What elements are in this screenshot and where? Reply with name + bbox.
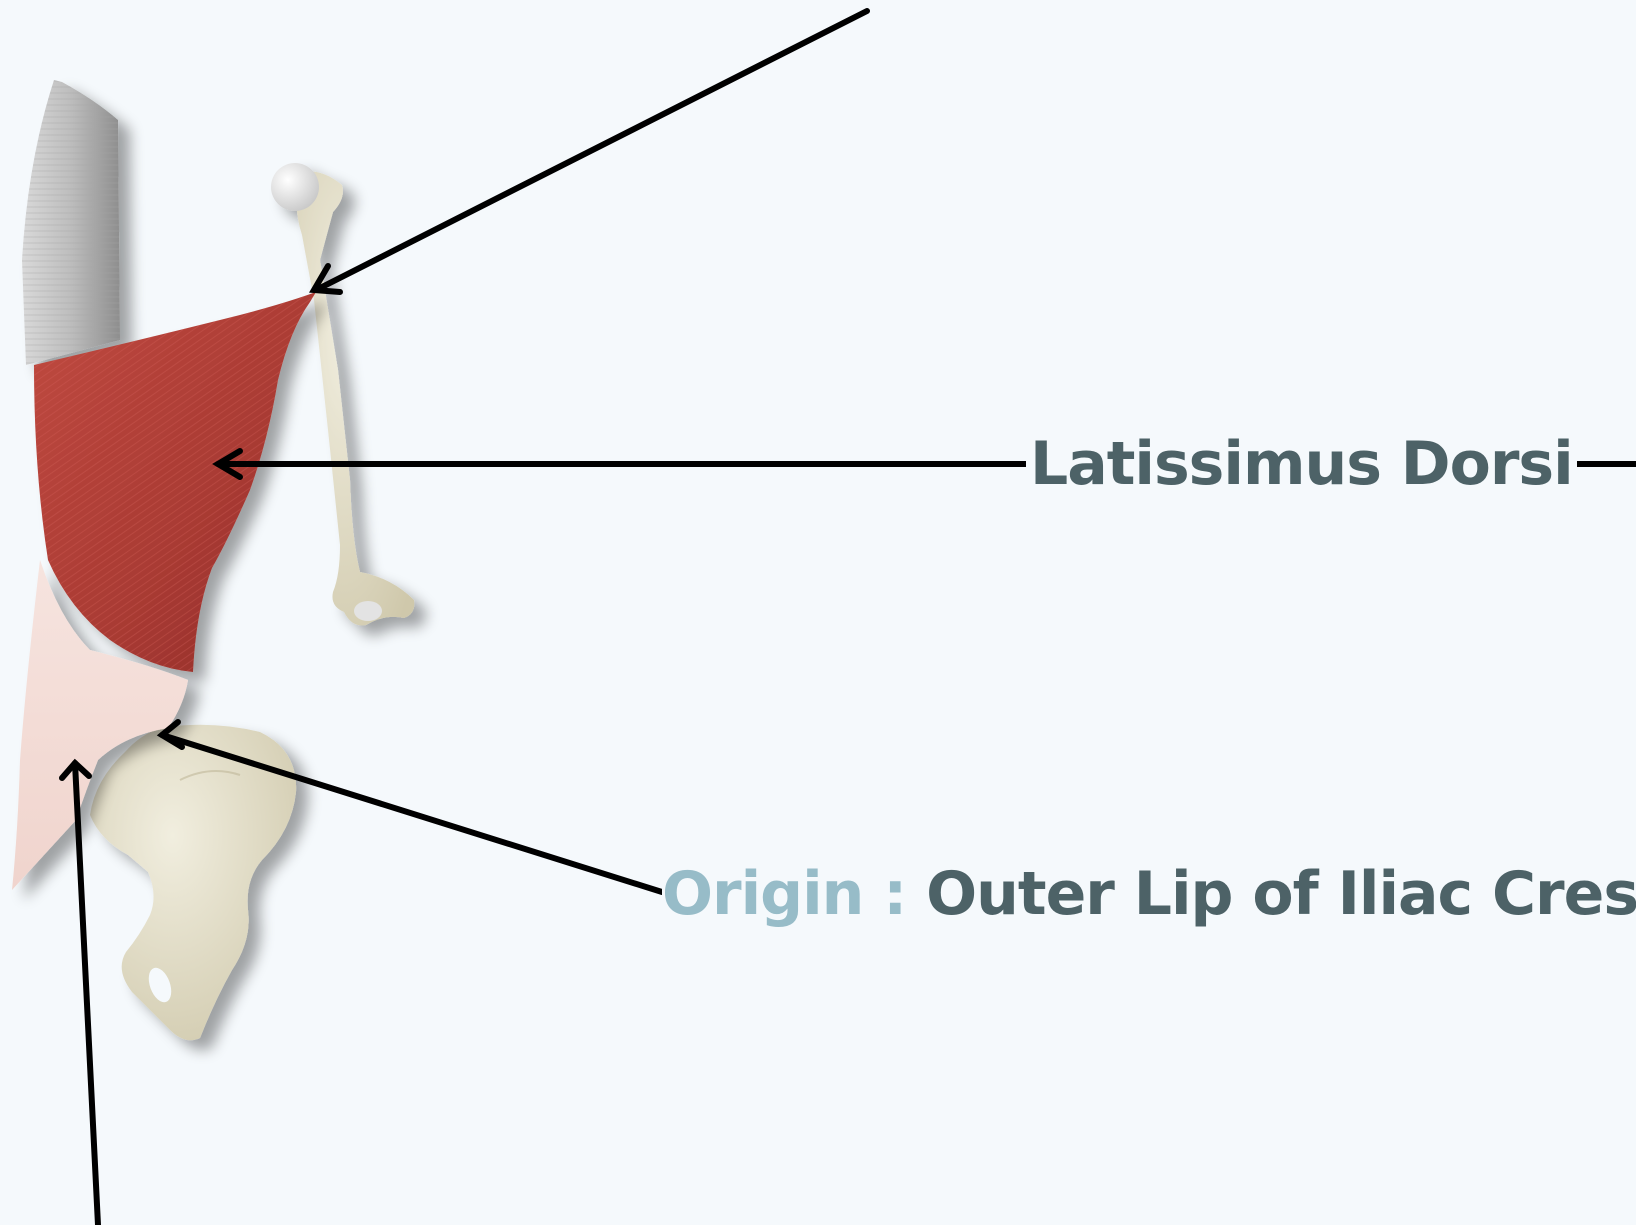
arrow-bottom xyxy=(62,763,98,1225)
humerus-bone-icon xyxy=(271,163,414,625)
pelvis-bone-icon xyxy=(90,725,296,1040)
muscle-name-label: Latissimus Dorsi xyxy=(1026,434,1577,494)
origin-value: Outer Lip of Iliac Crest xyxy=(926,859,1636,929)
origin-prefix: Origin : xyxy=(662,859,906,929)
arrow-insertion xyxy=(314,11,867,292)
spine-graphic xyxy=(22,80,120,365)
origin-label: Origin : Outer Lip of Iliac Crest xyxy=(662,864,1636,924)
